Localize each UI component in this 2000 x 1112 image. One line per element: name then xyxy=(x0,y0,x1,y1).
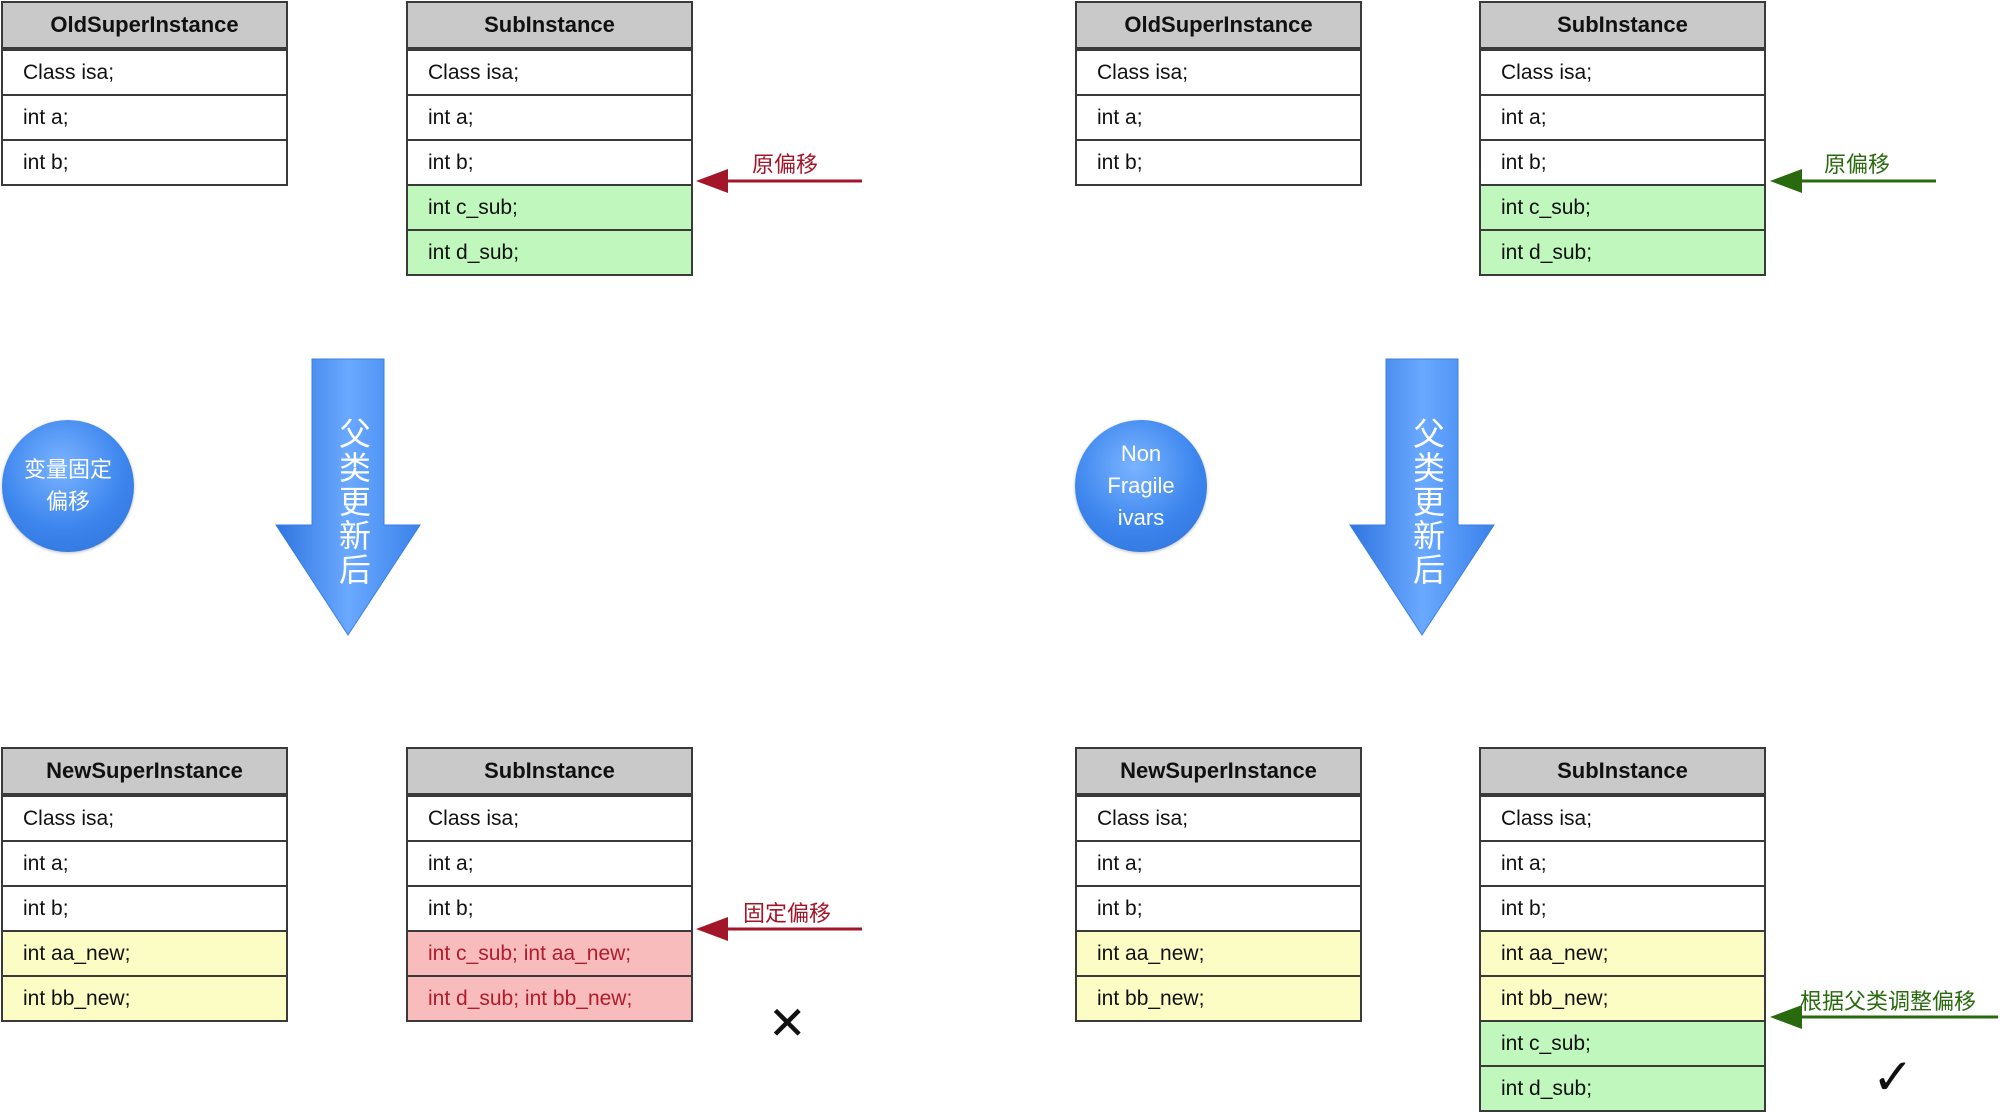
table-row: int bb_new; xyxy=(1481,975,1764,1020)
table-header: SubInstance xyxy=(408,3,691,49)
table-header: SubInstance xyxy=(1481,749,1764,795)
right-old-super-table: OldSuperInstance Class isa; int a; int b… xyxy=(1075,1,1362,186)
table-row: Class isa; xyxy=(408,49,691,94)
arrow-label: 父类更新后 xyxy=(1409,417,1445,587)
table-row: int aa_new; xyxy=(3,930,286,975)
table-row: int b; xyxy=(408,139,691,184)
table-row: int b; xyxy=(1481,139,1764,184)
arrow-label: 父类更新后 xyxy=(335,417,371,587)
table-row: int aa_new; xyxy=(1481,930,1764,975)
table-row: int a; xyxy=(1481,94,1764,139)
left-new-super-table: NewSuperInstance Class isa; int a; int b… xyxy=(1,747,288,1022)
left-bottom-offset-arrow xyxy=(696,917,862,941)
table-row: int b; xyxy=(1481,885,1764,930)
left-sub-top-table: SubInstance Class isa; int a; int b; int… xyxy=(406,1,693,276)
table-row: Class isa; xyxy=(3,795,286,840)
right-bottom-offset-arrow xyxy=(1770,1005,1998,1029)
left-bottom-offset-label: 固定偏移 xyxy=(743,901,832,926)
left-fixed-offset-circle: 变量固定偏移 xyxy=(2,420,134,552)
table-header: OldSuperInstance xyxy=(1077,3,1360,49)
table-row: int a; xyxy=(3,94,286,139)
left-down-arrow: 父类更新后 xyxy=(274,357,422,637)
table-header: OldSuperInstance xyxy=(3,3,286,49)
table-row: Class isa; xyxy=(1077,49,1360,94)
left-sub-bottom-table: SubInstance Class isa; int a; int b; int… xyxy=(406,747,693,1022)
table-row: int bb_new; xyxy=(3,975,286,1020)
right-bottom-offset-label: 根据父类调整偏移 xyxy=(1800,989,1977,1014)
left-top-offset-label: 原偏移 xyxy=(752,152,819,177)
table-row: Class isa; xyxy=(1077,795,1360,840)
table-row: int a; xyxy=(408,94,691,139)
table-row: int b; xyxy=(3,885,286,930)
left-top-offset-arrow xyxy=(696,169,862,193)
table-row: int d_sub; xyxy=(1481,229,1764,274)
right-non-fragile-circle: Non Fragile ivars xyxy=(1075,420,1207,552)
cross-icon: ✕ xyxy=(768,997,807,1049)
table-header: SubInstance xyxy=(408,749,691,795)
table-row: int d_sub; xyxy=(408,229,691,274)
table-row: int a; xyxy=(1481,840,1764,885)
table-row: int c_sub; xyxy=(408,184,691,229)
right-sub-bottom-table: SubInstance Class isa; int a; int b; int… xyxy=(1479,747,1766,1112)
table-header: NewSuperInstance xyxy=(1077,749,1360,795)
circle-label: Non Fragile ivars xyxy=(1107,441,1175,530)
table-row: int c_sub; int aa_new; xyxy=(408,930,691,975)
table-row: int d_sub; xyxy=(1481,1065,1764,1110)
right-top-offset-label: 原偏移 xyxy=(1824,152,1891,177)
circle-label: 变量固定偏移 xyxy=(23,457,112,514)
table-header: SubInstance xyxy=(1481,3,1764,49)
table-row: int b; xyxy=(408,885,691,930)
table-row: int a; xyxy=(1077,840,1360,885)
table-row: int c_sub; xyxy=(1481,1020,1764,1065)
table-row: int bb_new; xyxy=(1077,975,1360,1020)
table-header: NewSuperInstance xyxy=(3,749,286,795)
check-icon: ✓ xyxy=(1872,1049,1914,1105)
table-row: Class isa; xyxy=(408,795,691,840)
table-row: int c_sub; xyxy=(1481,184,1764,229)
right-sub-top-table: SubInstance Class isa; int a; int b; int… xyxy=(1479,1,1766,276)
table-row: int d_sub; int bb_new; xyxy=(408,975,691,1020)
right-down-arrow: 父类更新后 xyxy=(1348,357,1496,637)
table-row: int b; xyxy=(3,139,286,184)
table-row: int b; xyxy=(1077,885,1360,930)
table-row: int aa_new; xyxy=(1077,930,1360,975)
table-row: int a; xyxy=(3,840,286,885)
table-row: Class isa; xyxy=(1481,49,1764,94)
table-row: int a; xyxy=(1077,94,1360,139)
left-old-super-table: OldSuperInstance Class isa; int a; int b… xyxy=(1,1,288,186)
table-row: int b; xyxy=(1077,139,1360,184)
table-row: Class isa; xyxy=(1481,795,1764,840)
right-top-offset-arrow xyxy=(1770,169,1936,193)
table-row: Class isa; xyxy=(3,49,286,94)
table-row: int a; xyxy=(408,840,691,885)
right-new-super-table: NewSuperInstance Class isa; int a; int b… xyxy=(1075,747,1362,1022)
